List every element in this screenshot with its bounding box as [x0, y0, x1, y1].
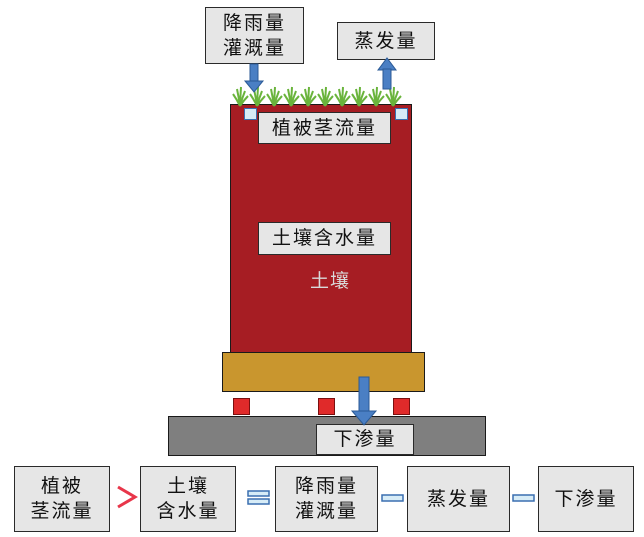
- support-block-3: [393, 398, 410, 415]
- greater-than-sign: [117, 485, 138, 509]
- equation-precipitation-irrigation: 降雨量 灌溉量: [275, 466, 378, 532]
- grass-tuft: [351, 86, 368, 107]
- grass-tuft: [317, 86, 334, 107]
- evaporation-box: 蒸发量: [337, 22, 435, 60]
- evaporation-arrow: [377, 57, 397, 90]
- equation-stem-flow: 植被 茎流量: [14, 466, 110, 532]
- grass-tuft: [368, 86, 385, 107]
- precipitation-irrigation-box: 降雨量 灌溉量: [205, 7, 304, 64]
- precipitation-arrow: [243, 63, 265, 93]
- minus-sign-2: [512, 494, 535, 502]
- grass-tuft: [300, 86, 317, 107]
- leakage-arrow: [350, 376, 378, 426]
- minus-sign-1: [381, 494, 404, 502]
- grass-tuft: [266, 86, 283, 107]
- support-block-2: [318, 398, 335, 415]
- leakage-label-box: 下渗量: [316, 424, 414, 455]
- stem-collector-left: [244, 108, 257, 120]
- equation-evaporation: 蒸发量: [407, 466, 510, 532]
- equation-leakage: 下渗量: [538, 466, 634, 532]
- soil-label: 土壤: [309, 270, 350, 292]
- equation-soil-water: 土壤 含水量: [140, 466, 236, 532]
- grass-tuft: [283, 86, 300, 107]
- grass-tuft: [232, 86, 249, 107]
- grass-tuft: [385, 86, 402, 107]
- support-block-1: [233, 398, 250, 415]
- soil-water-label-box: 土壤含水量: [258, 222, 391, 255]
- grass-tufts: [232, 86, 402, 107]
- stem-collector-right: [395, 108, 408, 120]
- stem-flow-label-box: 植被茎流量: [258, 112, 391, 144]
- drainage-layer: [222, 352, 425, 392]
- equals-sign: [247, 490, 270, 505]
- grass-tuft: [334, 86, 351, 107]
